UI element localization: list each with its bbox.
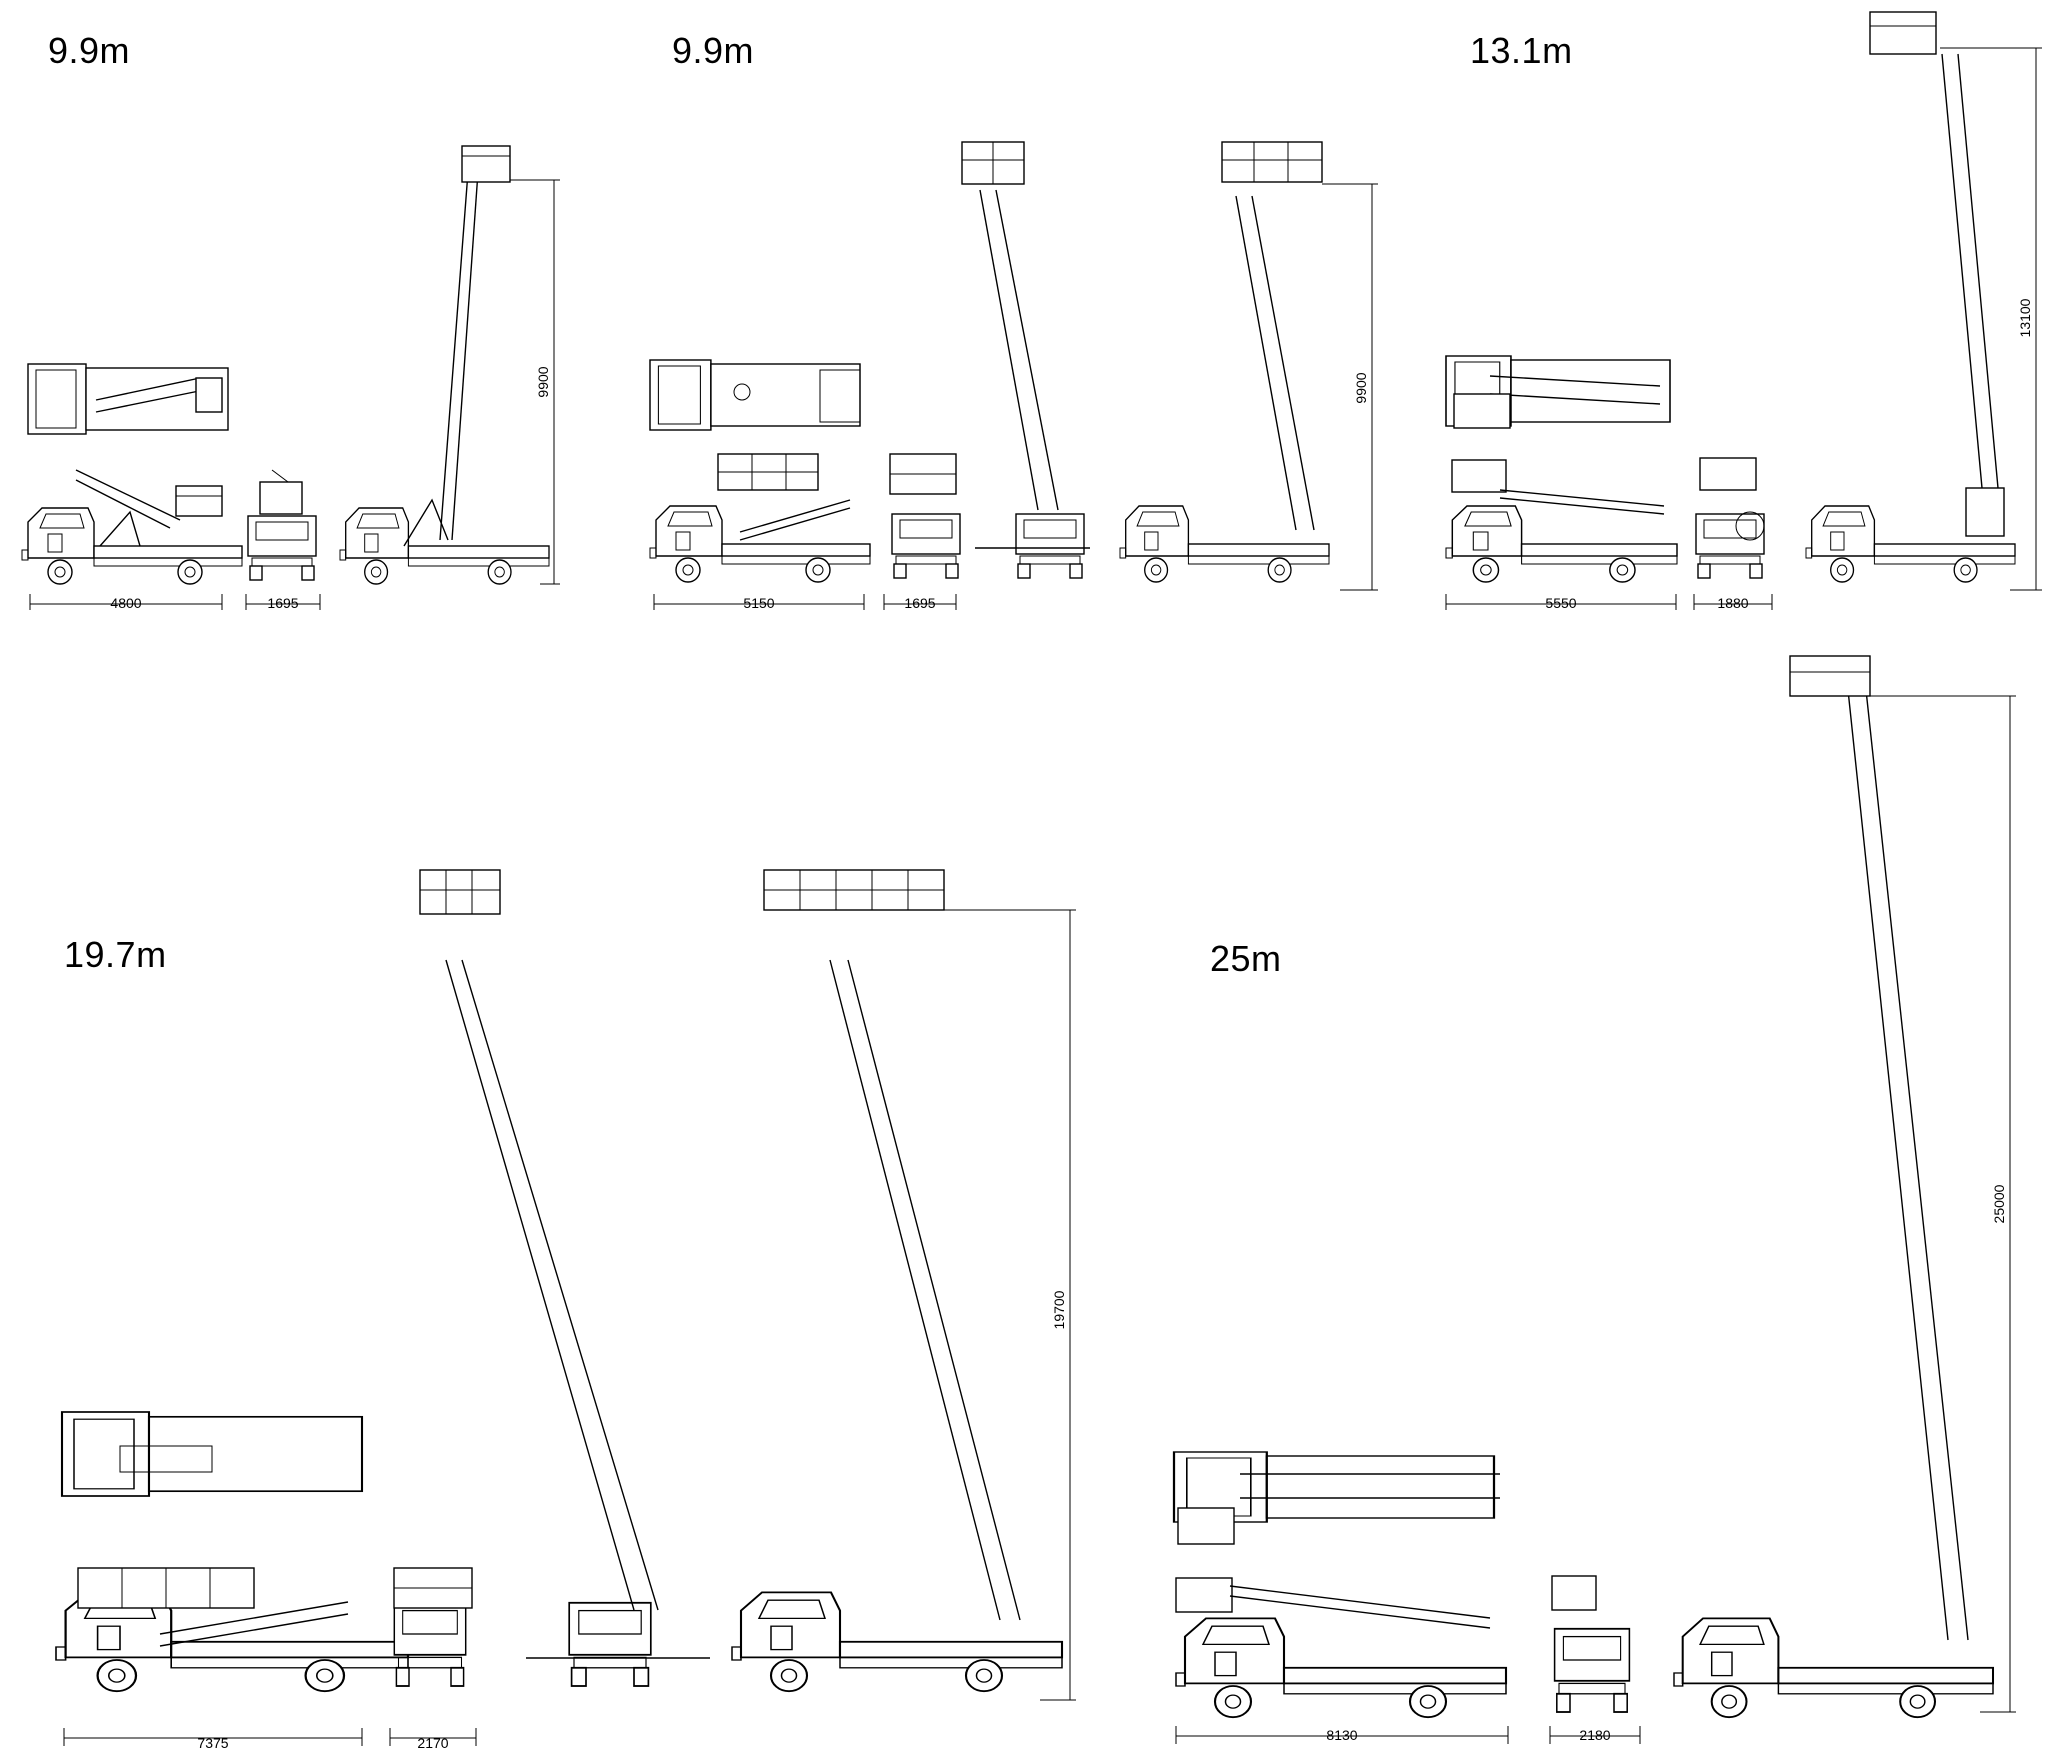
- dim-length: 5150: [743, 595, 774, 611]
- dim-height: 19700: [1051, 1290, 1067, 1329]
- heading-13-1m: 13.1m: [1470, 30, 1573, 71]
- group-19-7m: 7375 2170 19700: [54, 869, 1076, 1751]
- dim-height: 9900: [1353, 372, 1369, 403]
- heading-19-7m: 19.7m: [64, 934, 167, 975]
- group-13-1m: 5550 1880 13100: [1445, 11, 2042, 611]
- group-25m: 8130 2180 25000: [1172, 655, 2016, 1744]
- dim-width: 2180: [1579, 1727, 1610, 1743]
- heading-25m: 25m: [1210, 938, 1282, 979]
- dim-width: 1695: [267, 595, 298, 611]
- dim-width: 1695: [904, 595, 935, 611]
- heading-9-9m-b: 9.9m: [672, 30, 755, 71]
- dim-length: 5550: [1545, 595, 1576, 611]
- group-9-9m-a: 4800 1695 9900: [21, 145, 560, 611]
- dim-length: 8130: [1326, 1727, 1357, 1743]
- heading-9-9m-a: 9.9m: [48, 30, 131, 71]
- dim-width: 2170: [417, 1735, 448, 1751]
- group-9-9m-b: 5150 1695 9900: [649, 141, 1378, 611]
- dim-height: 25000: [1991, 1184, 2007, 1223]
- dim-width: 1880: [1717, 595, 1748, 611]
- dim-length: 4800: [110, 595, 141, 611]
- dim-height: 13100: [2017, 298, 2033, 337]
- dim-length: 7375: [197, 1735, 228, 1751]
- dim-height: 9900: [535, 366, 551, 397]
